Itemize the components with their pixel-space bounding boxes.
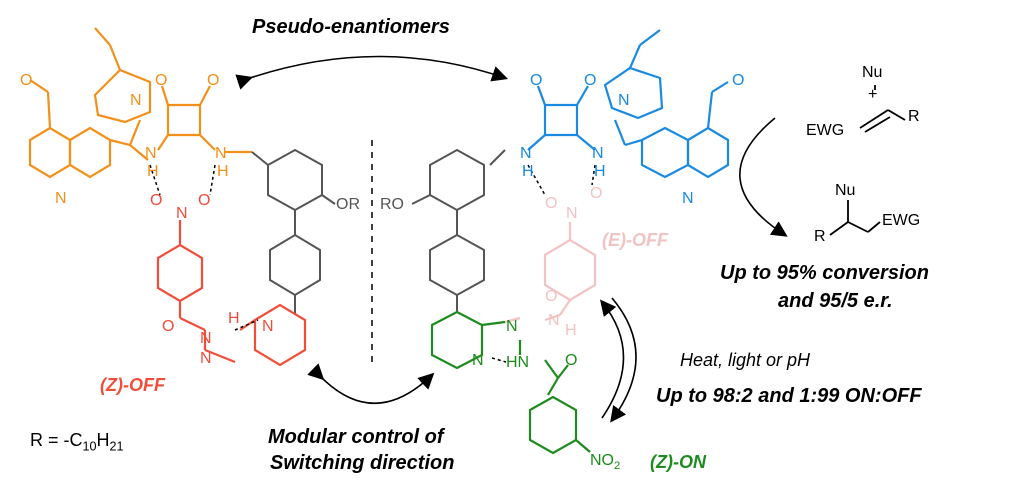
- left-hydrazone-h: H: [228, 310, 240, 327]
- state-z-off: (Z)-OFF: [100, 375, 165, 395]
- reaction-nu-bottom: Nu: [835, 182, 856, 199]
- left-squaramide-o1: O: [155, 72, 168, 89]
- left-quinuclidine-n: N: [130, 92, 142, 109]
- reaction-arrow: [739, 117, 788, 237]
- reaction-plus: +: [868, 86, 878, 103]
- left-nitro-o2: O: [198, 192, 211, 209]
- left-hydrazone-n2: N: [200, 350, 212, 367]
- left-red-hydrazone: [156, 220, 307, 367]
- left-squaramide-o2: O: [207, 72, 220, 89]
- right-green-pyridine-n: N: [472, 352, 484, 369]
- reaction-nu-top: Nu: [862, 64, 883, 81]
- right-squaramide-o1: O: [530, 72, 543, 89]
- reaction-ewg-bottom: EWG: [882, 212, 921, 229]
- title-pseudo-enantiomers: Pseudo-enantiomers: [252, 16, 450, 38]
- left-h-1: H: [147, 163, 159, 180]
- right-pink-carbonyl-o: O: [545, 288, 558, 305]
- right-quinuclidine-n: N: [618, 92, 630, 109]
- right-squaramide-o2: O: [584, 72, 597, 89]
- state-z-on: (Z)-ON: [650, 452, 706, 472]
- right-pink-hydrazone: [504, 222, 597, 324]
- left-carbonyl-o: O: [162, 318, 175, 335]
- reaction-r-top: R: [908, 108, 920, 125]
- right-h-2: H: [594, 163, 606, 180]
- left-biphenyl-linker: [251, 148, 336, 315]
- right-pink-h: H: [565, 322, 577, 339]
- right-methoxy-o: O: [732, 72, 745, 89]
- left-cinchona-scaffold: [28, 27, 252, 179]
- right-nitro-n: N: [566, 205, 578, 222]
- right-nh-2: N: [592, 145, 604, 162]
- right-pink-n: N: [548, 312, 560, 329]
- r-group-definition: R = -C10H21: [30, 430, 124, 454]
- right-cinchona-scaffold: [527, 29, 730, 179]
- switch-arrow-inner: [599, 299, 625, 419]
- right-green-hn: HN: [506, 354, 530, 371]
- switch-arrow-outer: [610, 297, 637, 423]
- right-nh-1: N: [520, 145, 532, 162]
- reaction-ewg-top: EWG: [806, 122, 845, 139]
- right-green-no2: NO2: [590, 452, 621, 473]
- modular-control-arrow: [307, 363, 435, 405]
- reaction-scheme: [829, 85, 906, 236]
- right-ro-group: RO: [380, 196, 404, 213]
- conversion-text: Up to 95% conversion: [720, 262, 929, 284]
- reaction-r-bottom: R: [814, 228, 826, 245]
- left-h-2: H: [217, 163, 229, 180]
- right-hydrogen-bonds: [491, 164, 596, 363]
- stimulus-text: Heat, light or pH: [680, 350, 811, 370]
- right-green-hydrazone: [430, 310, 591, 455]
- right-nitro-o1: O: [545, 195, 558, 212]
- right-nitro-o2: O: [590, 185, 603, 202]
- modular-control-line2: Switching direction: [270, 452, 455, 474]
- left-nitro-o1: O: [150, 192, 163, 209]
- switch-ratio-text: Up to 98:2 and 1:99 ON:OFF: [656, 385, 922, 407]
- right-biphenyl-linker: [411, 148, 506, 312]
- state-e-off: (E)-OFF: [602, 230, 668, 250]
- right-h-1: H: [522, 163, 534, 180]
- left-quinoline-n: N: [55, 190, 67, 207]
- right-quinoline-n: N: [682, 190, 694, 207]
- left-methoxy-o: O: [20, 72, 33, 89]
- right-green-carbonyl-o: O: [565, 352, 578, 369]
- left-or-group: OR: [336, 196, 360, 213]
- er-text: and 95/5 e.r.: [778, 290, 893, 312]
- left-nitro-n: N: [176, 205, 188, 222]
- pseudo-enantiomers-arrow: [235, 55, 509, 90]
- right-green-n1: N: [506, 318, 518, 335]
- left-hydrogen-bonds: [149, 164, 259, 331]
- left-nh-1: N: [145, 145, 157, 162]
- left-pyridine-n: N: [262, 318, 274, 335]
- left-hydrazone-n1: N: [200, 330, 212, 347]
- modular-control-line1: Modular control of: [268, 426, 444, 448]
- left-nh-2: N: [215, 145, 227, 162]
